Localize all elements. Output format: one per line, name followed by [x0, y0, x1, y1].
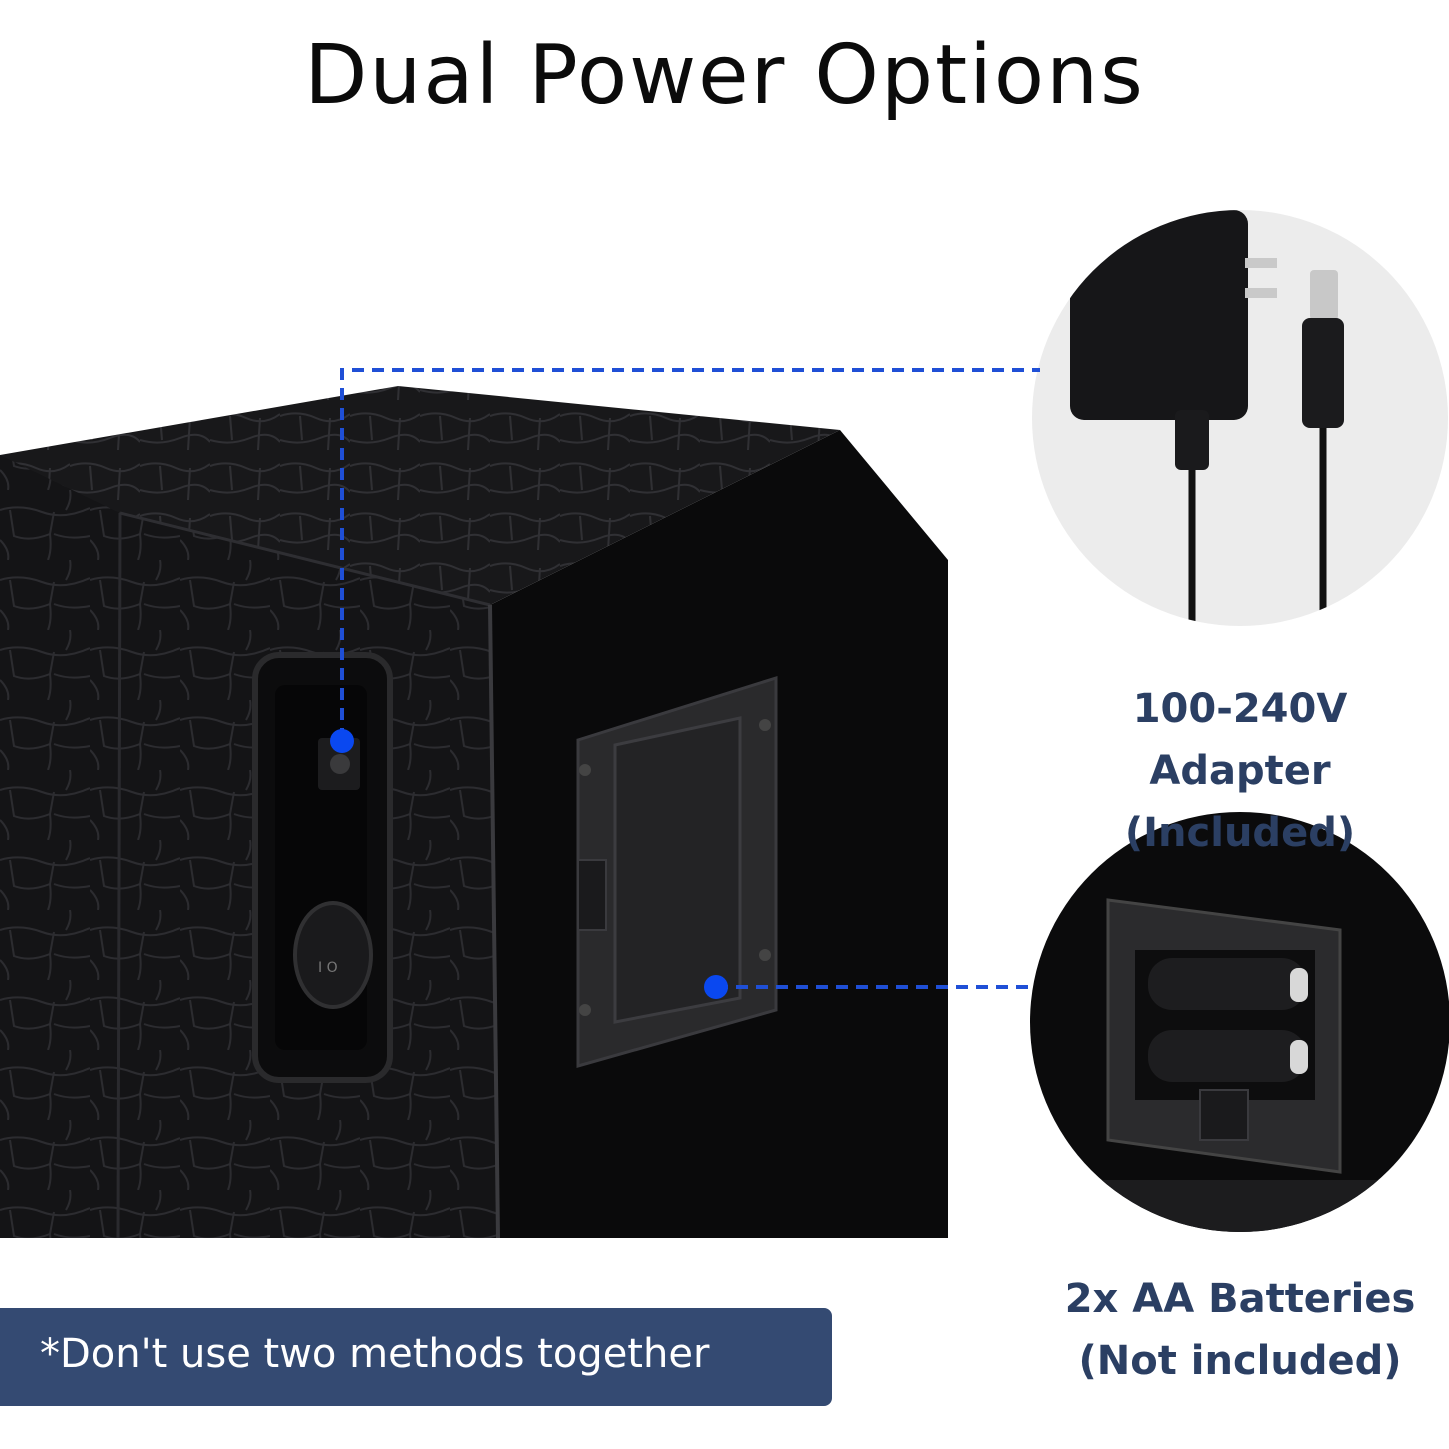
adapter-label-line2: (Included): [1124, 810, 1356, 856]
control-panel: I O: [252, 652, 393, 1083]
warning-note: *Don't use two methods together: [0, 1308, 832, 1406]
battery-label-line1: 2x AA Batteries: [1064, 1276, 1416, 1322]
battery-label: 2x AA Batteries (Not included): [1040, 1268, 1440, 1392]
battery-cover-icon[interactable]: [576, 675, 778, 1068]
svg-text:I O: I O: [318, 960, 338, 976]
ac-adapter-icon: [1070, 210, 1344, 626]
rocker-switch-icon[interactable]: [293, 901, 373, 1009]
page-title: Dual Power Options: [304, 28, 1145, 123]
adapter-inset: [1032, 210, 1448, 626]
adapter-label-line1: 100-240V Adapter: [1132, 686, 1348, 794]
batteries-inset: [1030, 812, 1449, 1232]
adapter-callout: [330, 368, 1040, 753]
battery-label-line2: (Not included): [1078, 1338, 1402, 1384]
battery-callout: [704, 975, 1028, 999]
watch-winder-box: [0, 386, 948, 1239]
warning-note-text: *Don't use two methods together: [40, 1331, 710, 1377]
adapter-label: 100-240V Adapter (Included): [1040, 678, 1440, 864]
aa-battery-icon: [1148, 958, 1308, 1082]
